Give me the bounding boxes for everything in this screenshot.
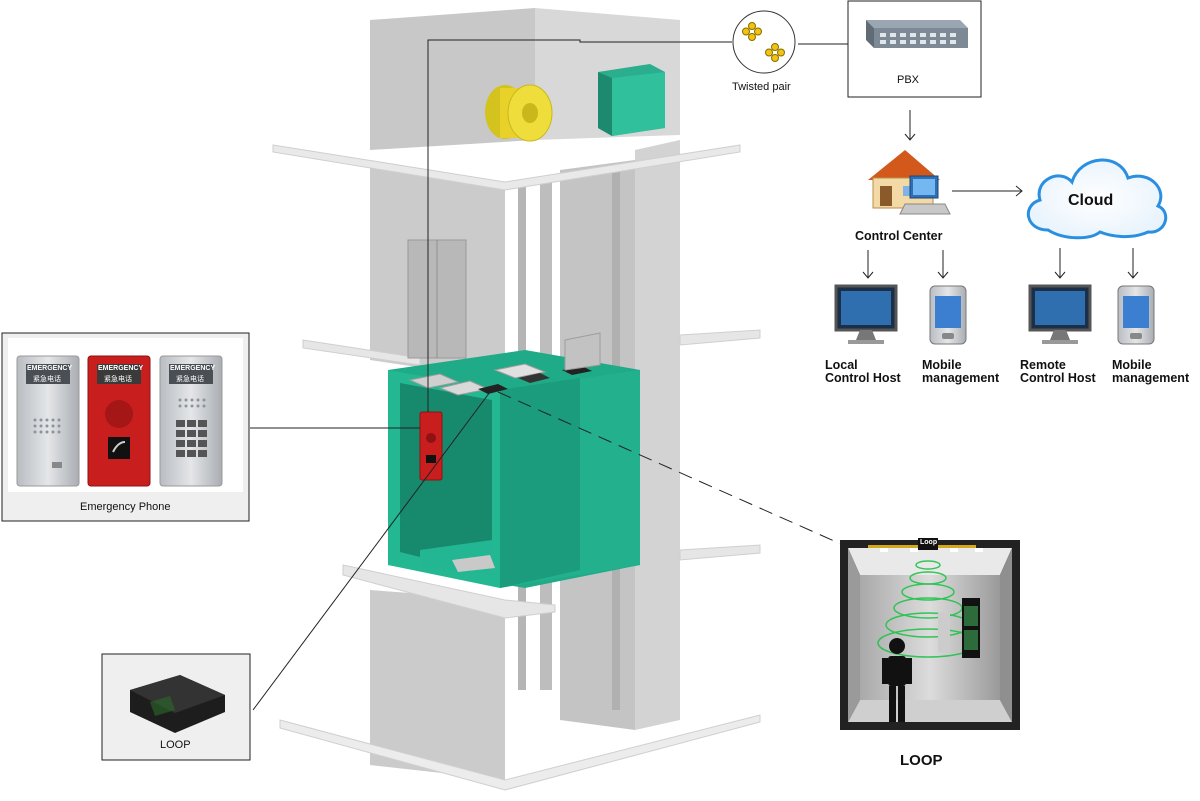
cabin-emergency-phone: [419, 411, 443, 481]
phone-panel-1-sign: EMERGENCY: [27, 365, 73, 372]
control-center-label: Control Center: [855, 229, 943, 243]
loop-tag-label: Loop: [920, 539, 938, 546]
control-to-cloud-arrow: [952, 185, 1023, 197]
cloud-icon: [1026, 158, 1168, 240]
loop-title-label: LOOP: [900, 752, 943, 769]
phone-panel-1-sub: 紧急电话: [33, 376, 61, 383]
mobile-device-icon-1: [929, 285, 967, 345]
phone-panel-3-sub: 紧急电话: [176, 376, 204, 383]
twisted-pair-icon: [732, 10, 796, 74]
mobile-management-label-1: Mobile management: [922, 358, 1000, 385]
person-silhouette: [882, 638, 912, 722]
loop-device-label: LOOP: [160, 739, 191, 751]
pbx-arrow: [904, 110, 916, 141]
loop-dashed-link: [497, 391, 851, 549]
emergency-phone-box: [1, 332, 250, 522]
phone-panel-2-sign: EMERGENCY: [98, 365, 144, 372]
remote-control-host-label: Remote Control Host: [1020, 358, 1096, 385]
phone-panel-steel-1: [16, 355, 80, 487]
phone-panel-steel-keypad: [159, 355, 223, 487]
host-arrows: [862, 248, 1139, 279]
phone-panel-2-sub: 紧急电话: [104, 376, 132, 383]
pbx-box: [847, 0, 982, 98]
loop-elevator-interior: [840, 538, 1020, 730]
mobile-management-label-2: Mobile management: [1112, 358, 1190, 385]
local-monitor-icon: [834, 284, 898, 344]
mobile-device-icon-2: [1117, 285, 1155, 345]
control-center-icon: [868, 150, 951, 215]
twisted-pair-label: Twisted pair: [732, 81, 791, 93]
loop-leader-line: [252, 391, 491, 711]
phone-panel-red: [87, 355, 151, 487]
emergency-phone-label: Emergency Phone: [80, 501, 171, 513]
cable-reel: [485, 84, 553, 142]
cloud-label: Cloud: [1068, 192, 1114, 209]
pbx-label: PBX: [897, 74, 920, 86]
elevator-cabin: [388, 332, 640, 588]
phone-panel-3-sign: EMERGENCY: [170, 365, 216, 372]
twisted-pair-cable: [427, 39, 848, 412]
machine-controller: [598, 64, 665, 136]
landing-door: [407, 239, 467, 359]
loop-device-box: [101, 653, 251, 761]
remote-monitor-icon: [1028, 284, 1092, 344]
local-control-host-label: Local Control Host: [825, 358, 901, 385]
